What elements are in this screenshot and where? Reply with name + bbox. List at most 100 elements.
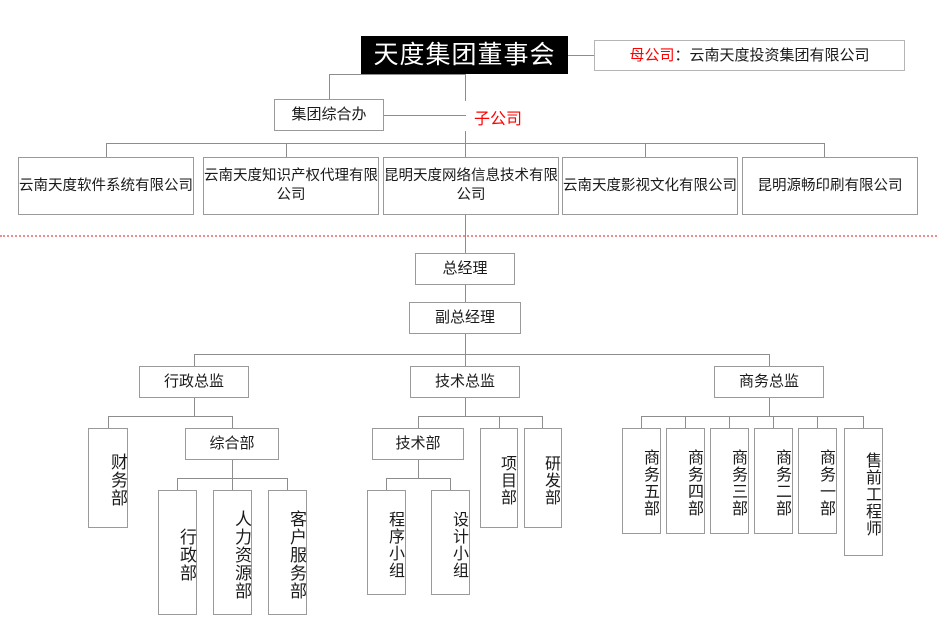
connector-subsidiary-drop-4 <box>645 143 646 157</box>
connector-tech-drop-rnd <box>542 416 543 428</box>
legend-subsidiary-label: 子公司 <box>474 109 523 128</box>
node-business-unit-1[interactable]: 商务一部 <box>798 428 837 534</box>
connector-subsidiary-drop-2 <box>286 143 287 157</box>
node-business-unit-5-label: 商务五部 <box>641 449 660 517</box>
node-director-tech[interactable]: 技术总监 <box>410 366 520 398</box>
node-subsidiary-1[interactable]: 云南天度软件系统有限公司 <box>18 157 194 215</box>
node-customer-service-dept-label: 客户服务部 <box>286 509 306 600</box>
node-director-admin[interactable]: 行政总监 <box>139 366 249 398</box>
connector-admin-drop-general <box>232 416 233 428</box>
node-director-business[interactable]: 商务总监 <box>714 366 824 398</box>
connector-tech-drop-dept <box>418 416 419 428</box>
node-admin-dept[interactable]: 行政部 <box>158 490 197 615</box>
connector-business-bus <box>641 416 863 417</box>
node-business-unit-5[interactable]: 商务五部 <box>622 428 661 534</box>
connector-dgm-stem <box>465 334 466 354</box>
connector-business-drop-3 <box>729 416 730 428</box>
connector-tech-stem <box>465 398 466 416</box>
connector-tech-dept-stem <box>418 460 419 478</box>
node-business-unit-3[interactable]: 商务三部 <box>710 428 749 534</box>
connector-tech-dept-bus <box>386 478 450 479</box>
connector-general-affairs-drop-2 <box>232 478 233 490</box>
node-finance-dept[interactable]: 财务部 <box>88 428 128 528</box>
connector-business-drop-2 <box>685 416 686 428</box>
node-project-dept[interactable]: 项目部 <box>480 428 518 528</box>
connector-root-to-parent-legend <box>568 55 594 56</box>
node-hr-dept[interactable]: 人力资源部 <box>213 490 252 615</box>
node-program-group[interactable]: 程序小组 <box>367 490 406 595</box>
connector-tech-dept-drop-2 <box>450 478 451 490</box>
node-business-unit-2[interactable]: 商务二部 <box>754 428 793 534</box>
connector-business-drop-1 <box>641 416 642 428</box>
connector-admin-stem <box>194 398 195 416</box>
node-tech-dept-label: 技术部 <box>395 434 441 453</box>
connector-director-drop-admin <box>194 354 195 366</box>
connector-general-affairs-drop-1 <box>177 478 178 490</box>
connector-subsidiary-drop-5 <box>824 143 825 157</box>
connector-director-drop-tech <box>465 354 466 366</box>
node-general-manager-label: 总经理 <box>442 259 488 278</box>
node-business-unit-3-label: 商务三部 <box>729 449 748 517</box>
connector-business-drop-4 <box>773 416 774 428</box>
node-general-manager[interactable]: 总经理 <box>415 253 515 285</box>
node-program-group-label: 程序小组 <box>386 510 405 579</box>
node-customer-service-dept[interactable]: 客户服务部 <box>268 490 307 615</box>
node-deputy-general-manager-label: 副总经理 <box>434 308 495 327</box>
node-subsidiary-3-label: 昆明天度网络信息技术有限公司 <box>384 168 558 203</box>
node-tech-dept[interactable]: 技术部 <box>372 428 464 460</box>
connector-director-bus <box>194 354 769 355</box>
node-subsidiary-5[interactable]: 昆明源畅印刷有限公司 <box>742 157 918 215</box>
node-deputy-general-manager[interactable]: 副总经理 <box>409 302 521 334</box>
connector-root-to-group-office <box>329 74 465 75</box>
node-design-group-label: 设计小组 <box>450 510 469 579</box>
connector-business-drop-6 <box>863 416 864 428</box>
node-group-office-label: 集团综合办 <box>291 105 367 124</box>
connector-admin-drop-finance <box>108 416 109 428</box>
node-admin-dept-label: 行政部 <box>176 527 196 582</box>
connector-subsidiary-3-to-gm <box>465 215 466 253</box>
node-subsidiary-4[interactable]: 云南天度影视文化有限公司 <box>562 157 738 215</box>
node-presales-engineer[interactable]: 售前工程师 <box>844 428 883 556</box>
node-business-unit-1-label: 商务一部 <box>817 449 836 517</box>
connector-subsidiary-drop-3 <box>465 143 466 157</box>
node-subsidiary-2[interactable]: 云南天度知识产权代理有限公司 <box>203 157 379 215</box>
node-presales-engineer-label: 售前工程师 <box>863 451 882 537</box>
legend-parent-company-tag: 母公司 <box>629 45 675 64</box>
node-subsidiary-1-label: 云南天度软件系统有限公司 <box>19 177 193 194</box>
node-finance-dept-label: 财务部 <box>107 453 127 507</box>
connector-general-affairs-drop-3 <box>287 478 288 490</box>
node-business-unit-2-label: 商务二部 <box>773 449 792 517</box>
section-divider <box>0 235 937 237</box>
node-director-tech-label: 技术总监 <box>434 372 495 391</box>
connector-tech-bus <box>418 416 542 417</box>
node-subsidiary-2-label: 云南天度知识产权代理有限公司 <box>204 168 378 203</box>
legend-parent-company-text: 母公司：云南天度投资集团有限公司 <box>629 46 869 65</box>
connector-subsidiary-drop-1 <box>106 143 107 157</box>
node-general-affairs-dept[interactable]: 综合部 <box>185 428 279 460</box>
connector-gm-to-dgm <box>465 285 466 302</box>
connector-root-center-stem <box>465 74 466 101</box>
node-subsidiary-5-label: 昆明源畅印刷有限公司 <box>757 177 903 194</box>
connector-general-affairs-stem <box>232 460 233 478</box>
node-rnd-dept[interactable]: 研发部 <box>524 428 562 528</box>
node-hr-dept-label: 人力资源部 <box>231 509 251 600</box>
node-board-of-directors[interactable]: 天度集团董事会 <box>361 36 568 74</box>
connector-center-down-to-subsidiary-bus <box>465 131 466 143</box>
node-director-business-label: 商务总监 <box>738 372 799 391</box>
node-design-group[interactable]: 设计小组 <box>431 490 470 595</box>
node-board-of-directors-label: 天度集团董事会 <box>373 40 556 69</box>
connector-business-drop-5 <box>817 416 818 428</box>
node-rnd-dept-label: 研发部 <box>542 454 561 506</box>
connector-director-drop-business <box>769 354 770 366</box>
node-group-office[interactable]: 集团综合办 <box>274 99 384 131</box>
node-business-unit-4[interactable]: 商务四部 <box>666 428 705 534</box>
node-subsidiary-3[interactable]: 昆明天度网络信息技术有限公司 <box>383 157 559 215</box>
connector-tech-dept-drop-1 <box>386 478 387 490</box>
connector-admin-bus <box>108 416 232 417</box>
legend-parent-separator: ： <box>674 45 690 64</box>
node-business-unit-4-label: 商务四部 <box>685 449 704 517</box>
node-general-affairs-dept-label: 综合部 <box>209 434 255 453</box>
connector-tech-drop-project <box>499 416 500 428</box>
node-subsidiary-4-label: 云南天度影视文化有限公司 <box>563 177 737 194</box>
